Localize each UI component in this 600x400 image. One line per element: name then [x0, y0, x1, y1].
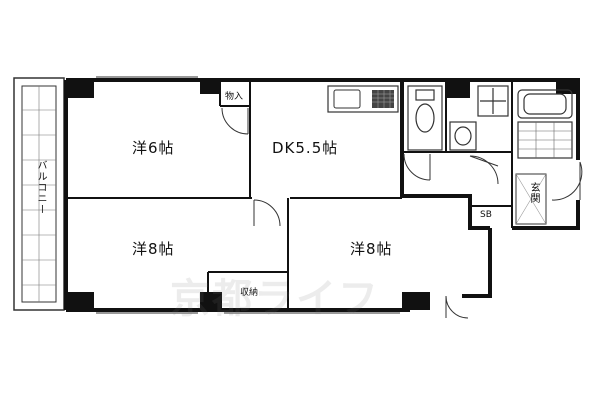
closet-label: 物入: [225, 92, 244, 102]
exterior-walls: [64, 78, 580, 312]
entrance-area: [515, 173, 547, 225]
room-western-8-right: 洋8帖: [350, 240, 393, 258]
washbasin: [449, 85, 509, 151]
room-dk: DK5.5帖: [272, 139, 339, 157]
entrance-label: 玄関: [528, 182, 539, 204]
wall-columns: [66, 80, 578, 310]
bathtub: [517, 89, 573, 159]
windows: [96, 76, 400, 314]
toilet: [407, 85, 443, 151]
room-western-8-left: 洋8帖: [132, 240, 175, 258]
watermark: 京都ライフ: [170, 276, 380, 322]
door-swings: [221, 107, 583, 319]
balcony-label: バルコニー: [35, 160, 46, 215]
kitchen-counter: [327, 85, 399, 113]
shoe-box-label: SB: [480, 210, 492, 220]
room-western-6: 洋6帖: [132, 139, 175, 157]
storage-label: 収納: [240, 288, 259, 298]
